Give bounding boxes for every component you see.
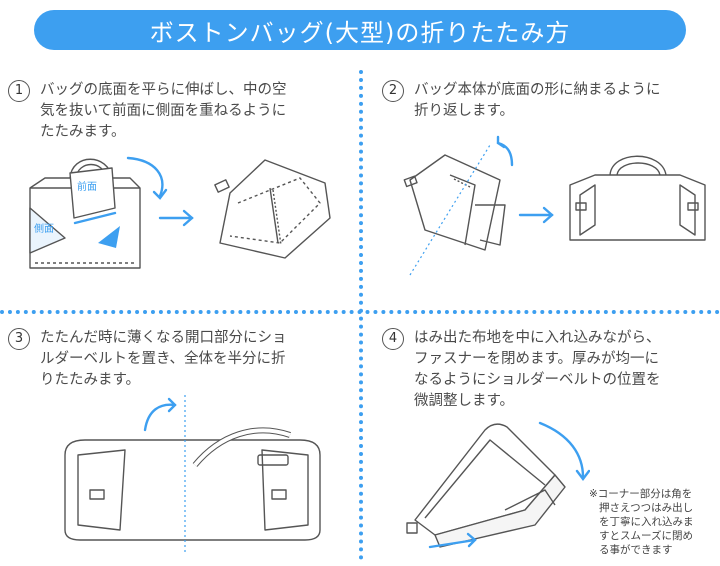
step-1-line-3: たたみます。: [40, 124, 126, 140]
note-line-1: ※コーナー部分は角を: [589, 488, 693, 500]
push-arrow-icon: [98, 226, 120, 248]
step-3-line-2: ルダーベルトを置き、全体を半分に折: [40, 351, 286, 367]
front-label: 前面: [77, 180, 97, 193]
step-4-line-1: はみ出た布地を中に入れ込みながら、: [414, 330, 661, 346]
step-1-instructions: 1 バッグの底面を平らに伸ばし、中の空 気を抜いて前面に側面を重ねるように たた…: [8, 80, 353, 146]
step-3-instructions: 3 たたんだ時に薄くなる開口部分にショ ルダーベルトを置き、全体を半分に折 りた…: [8, 328, 353, 394]
step-4-instructions: 4 はみ出た布地を中に入れ込みながら、 ファスナーを閉めます。厚みが均一に なる…: [382, 328, 717, 416]
step-4-line-2: ファスナーを閉めます。厚みが均一に: [414, 351, 660, 367]
title-banner: ボストンバッグ(大型)の折りたたみ方: [34, 10, 686, 50]
corner-note: ※コーナー部分は角を 押さえつつはみ出し を丁寧に入れ込みま すとスムーズに閉め…: [589, 487, 719, 557]
step-2-instructions: 2 バッグ本体が底面の形に納まるように 折り返します。: [382, 80, 717, 124]
step-3-line-1: たたんだ時に薄くなる開口部分にショ: [40, 330, 287, 346]
horizontal-divider: [0, 310, 720, 314]
note-line-4: すとスムーズに閉め: [599, 530, 693, 542]
side-label: 側面: [34, 222, 54, 235]
step-1-illustration: 前面 側面: [29, 156, 331, 269]
step-1-line-1: バッグの底面を平らに伸ばし、中の空: [40, 82, 287, 98]
note-line-2: 押さえつつはみ出し: [599, 502, 694, 514]
step-1-number: 1: [8, 80, 30, 102]
page-title: ボストンバッグ(大型)の折りたたみ方: [149, 18, 571, 47]
note-line-5: る事ができます: [599, 544, 673, 556]
step-2-line-2: 折り返します。: [414, 103, 515, 119]
step-4-line-3: なるようにショルダーベルトの位置を: [414, 372, 661, 388]
vertical-divider: [359, 70, 363, 560]
step-3-line-3: りたたみます。: [40, 372, 141, 388]
step-3-illustration: [64, 395, 321, 555]
step-1-line-2: 気を抜いて前面に側面を重ねるように: [40, 103, 287, 119]
step-2-illustration: [403, 135, 706, 276]
step-1-text: バッグの底面を平らに伸ばし、中の空 気を抜いて前面に側面を重ねるように たたみま…: [40, 80, 350, 143]
step-4-number: 4: [382, 328, 404, 350]
step-2-line-1: バッグ本体が底面の形に納まるように: [414, 82, 661, 98]
note-line-3: を丁寧に入れ込みま: [599, 516, 694, 528]
step-3-number: 3: [8, 328, 30, 350]
step-4-illustration: [406, 421, 590, 549]
step-2-number: 2: [382, 80, 404, 102]
step-2-text: バッグ本体が底面の形に納まるように 折り返します。: [414, 80, 720, 122]
step-4-line-4: 微調整します。: [414, 393, 515, 409]
step-3-text: たたんだ時に薄くなる開口部分にショ ルダーベルトを置き、全体を半分に折 りたたみ…: [40, 328, 350, 391]
step-4-text: はみ出た布地を中に入れ込みながら、 ファスナーを閉めます。厚みが均一に なるよう…: [414, 328, 720, 412]
